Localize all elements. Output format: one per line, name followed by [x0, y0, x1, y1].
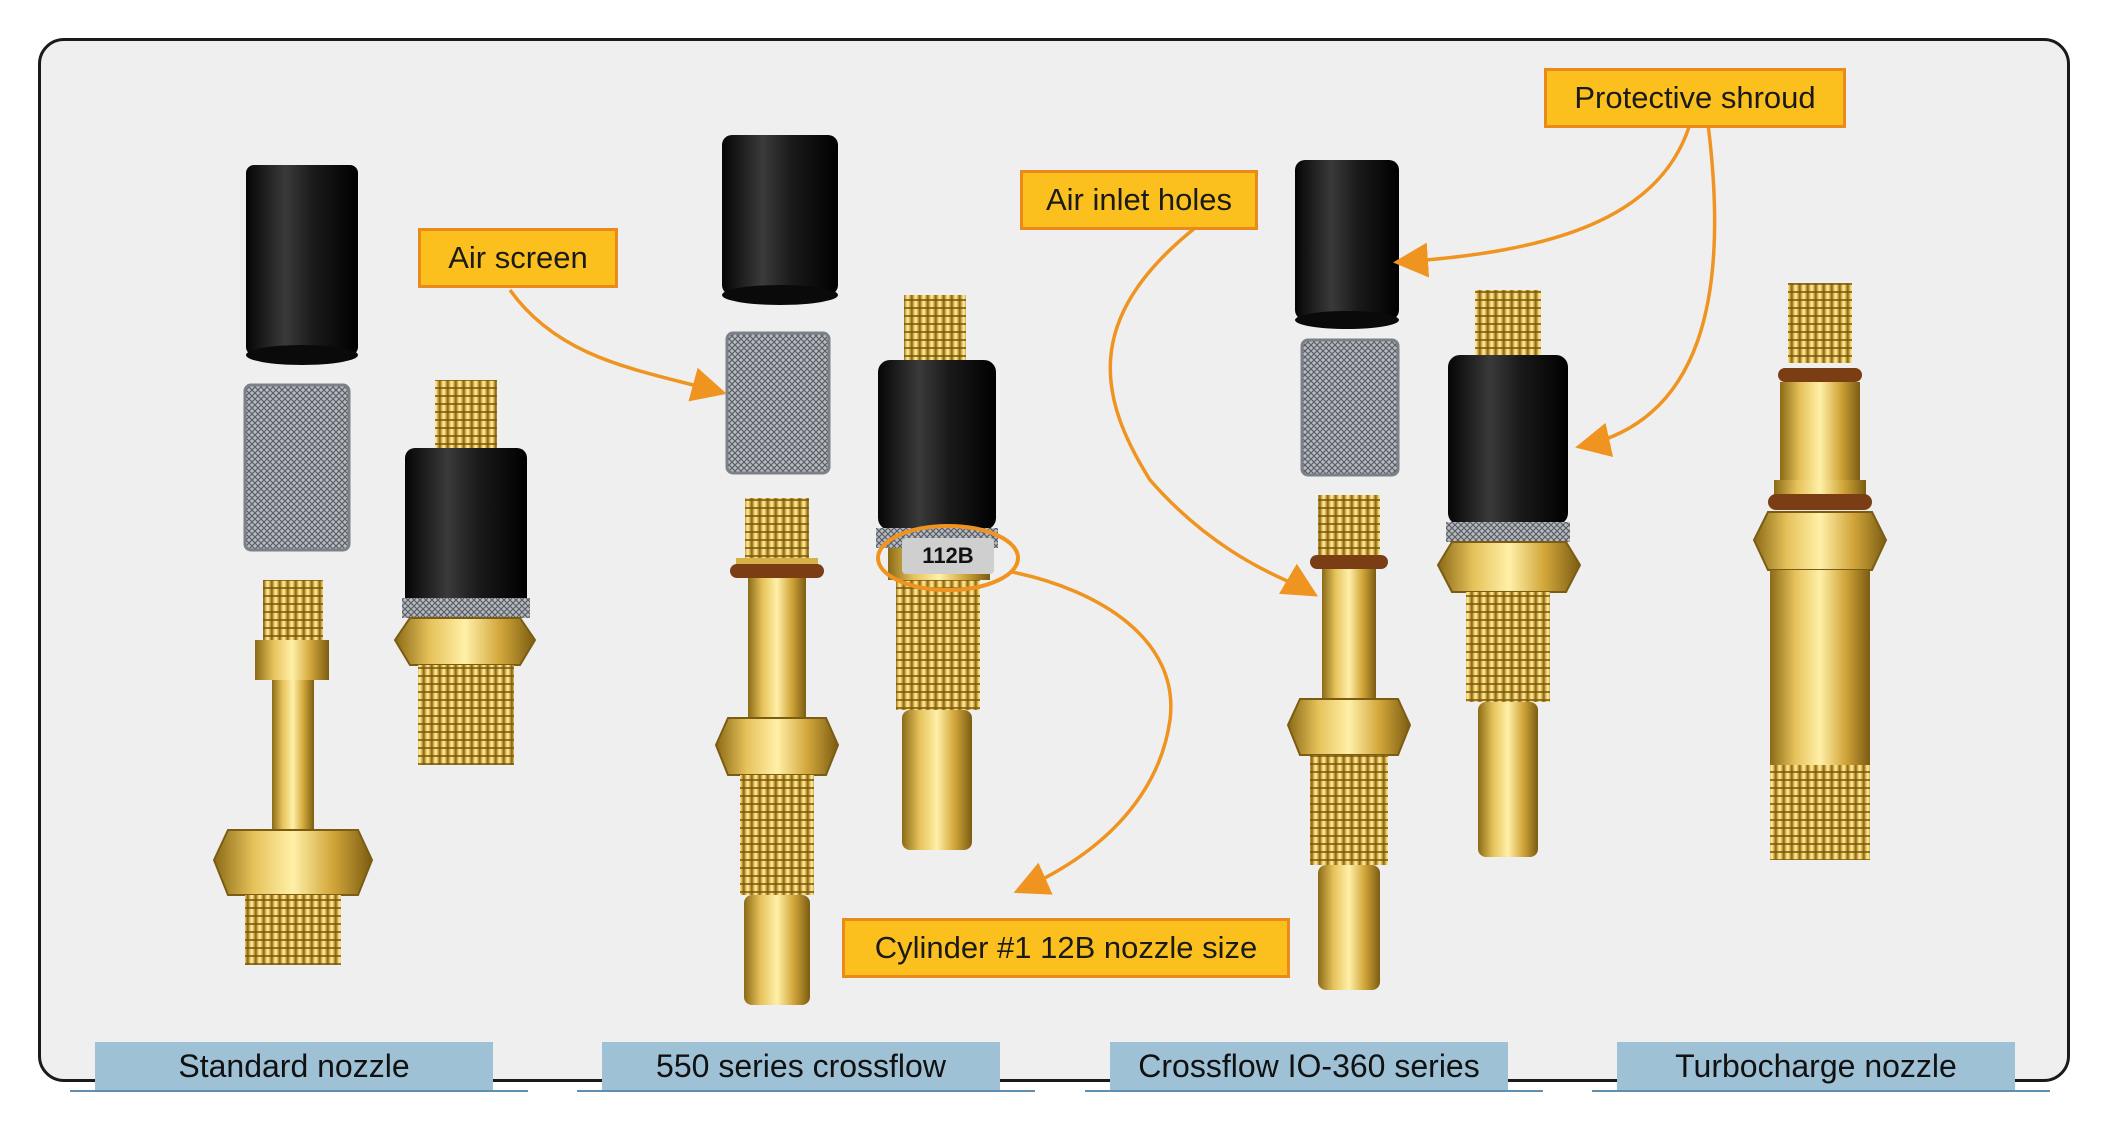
caption-rule-3 [1085, 1090, 1543, 1092]
caption-rule-2 [577, 1090, 1035, 1092]
standard-nozzle-screen [243, 383, 351, 552]
size-stamp-highlight [876, 524, 1020, 592]
nozzle-size-callout: Cylinder #1 12B nozzle size [842, 918, 1290, 978]
turbocharge-nozzle [1752, 283, 1888, 860]
nozzle-size-leader [1011, 570, 1173, 895]
standard-nozzle-shroud [246, 165, 358, 365]
caption-standard-nozzle: Standard nozzle [95, 1042, 493, 1090]
io360-assembled [1436, 290, 1582, 857]
io360-shroud [1295, 160, 1399, 329]
caption-550-series: 550 series crossflow [602, 1042, 1000, 1090]
caption-rule-4 [1592, 1090, 2050, 1092]
air-inlet-holes-callout: Air inlet holes [1020, 170, 1258, 230]
caption-turbocharge-nozzle: Turbocharge nozzle [1617, 1042, 2015, 1090]
air-inlet-holes-leader [1108, 226, 1319, 597]
standard-nozzle-body [212, 580, 374, 965]
io360-screen [1300, 338, 1400, 477]
crossflow-550-shroud [722, 135, 838, 305]
standard-nozzle-assembled [393, 380, 537, 765]
crossflow-550-screen [725, 331, 831, 475]
caption-io360-series: Crossflow IO-360 series [1110, 1042, 1508, 1090]
air-screen-callout: Air screen [418, 228, 618, 288]
caption-rule-1 [70, 1090, 528, 1092]
size-stamp-text: 112B [902, 538, 994, 574]
crossflow-550-body [714, 498, 840, 1005]
io360-body [1286, 495, 1412, 990]
protective-shroud-leader-1 [1393, 123, 1692, 278]
crossflow-550-assembled [876, 295, 998, 850]
protective-shroud-callout: Protective shroud [1544, 68, 1846, 128]
air-screen-leader [508, 288, 727, 402]
protective-shroud-leader-2 [1575, 123, 1717, 458]
